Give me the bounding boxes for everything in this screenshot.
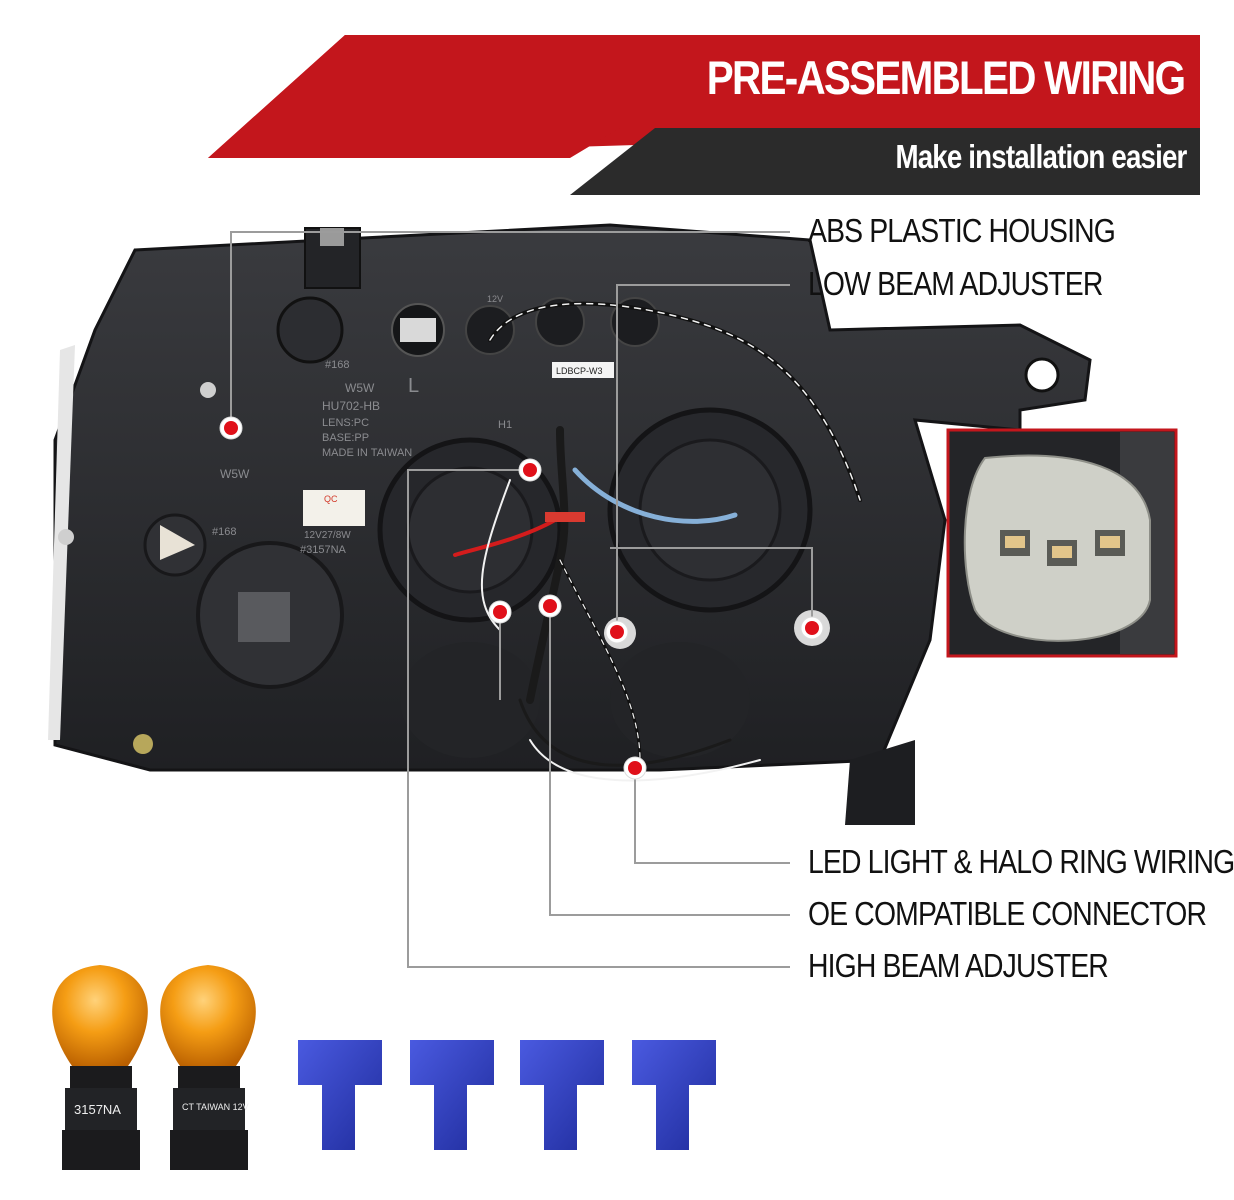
marking-12v: 12V: [487, 294, 503, 304]
marking-lens: LENS:PC: [322, 417, 369, 429]
marking-3157: #3157NA: [300, 544, 347, 556]
marking-made-in: MADE IN TAIWAN: [322, 447, 412, 459]
leader-lines: [230, 231, 813, 968]
callout-high-beam-adjuster: HIGH BEAM ADJUSTER: [808, 947, 1109, 984]
amber-bulb-right: [160, 965, 256, 1170]
banner-dark-band: [570, 128, 1200, 195]
product-infographic: #168 W5W L HU702-HB LENS:PC BASE:PP MADE…: [48, 35, 1234, 1170]
marking-h1: H1: [498, 419, 512, 431]
marking-base: BASE:PP: [322, 432, 369, 444]
label-sticker: LDBCP-W3: [556, 366, 603, 376]
marking-side-letter: L: [408, 375, 419, 397]
wire-tap-connectors: [298, 1040, 716, 1150]
callout-abs-housing: ABS PLASTIC HOUSING: [808, 212, 1116, 249]
callout-oe-connector: OE COMPATIBLE CONNECTOR: [808, 895, 1207, 932]
banner-headline: PRE-ASSEMBLED WIRING: [706, 51, 1185, 104]
bulb-label-left: 3157NA: [74, 1102, 121, 1117]
marking-w5w-left: W5W: [220, 467, 250, 481]
callout-markers: [219, 416, 824, 780]
housing-markings: #168 W5W L HU702-HB LENS:PC BASE:PP MADE…: [212, 294, 614, 556]
marking-168-top: #168: [325, 359, 349, 371]
infographic-artwork: #168 W5W L HU702-HB LENS:PC BASE:PP MADE…: [48, 35, 1200, 1170]
headlight-housing: [48, 223, 1092, 825]
marking-qc: QC: [324, 494, 338, 504]
banner-subline: Make installation easier: [894, 138, 1187, 175]
connector-inset: [946, 428, 1178, 658]
banner-red-band-fill: [208, 35, 1200, 158]
wiring-harness: [453, 301, 862, 782]
callout-led-halo-wiring: LED LIGHT & HALO RING WIRING: [808, 843, 1234, 880]
marking-w5w-top: W5W: [345, 381, 375, 395]
callout-low-beam-adjuster: LOW BEAM ADJUSTER: [808, 265, 1103, 302]
marking-168-left: #168: [212, 526, 236, 538]
bulb-label-right: CT TAIWAN 12V: [182, 1102, 249, 1112]
marking-model: HU702-HB: [322, 399, 380, 413]
amber-bulb-left: [52, 965, 148, 1170]
marking-rating: 12V27/8W: [304, 530, 351, 541]
